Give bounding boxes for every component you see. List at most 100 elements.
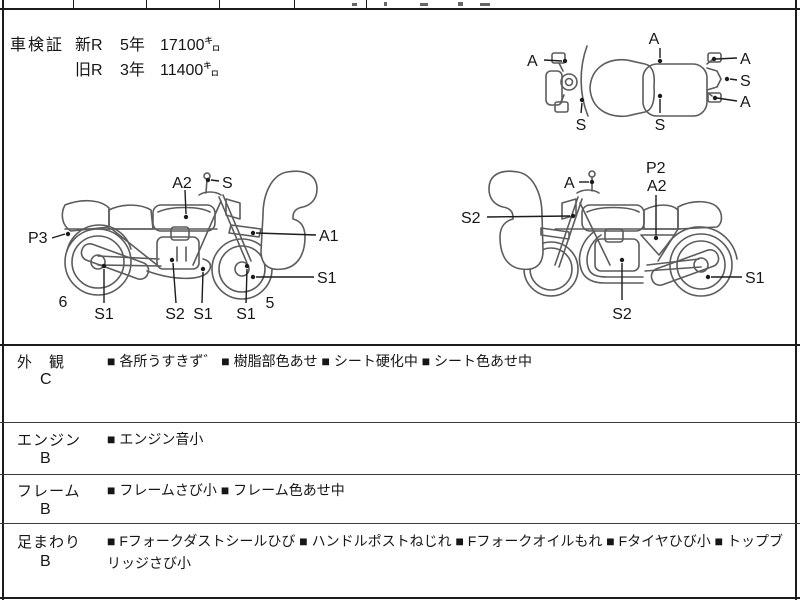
- windscreen-edge: [580, 45, 589, 117]
- tread-depth-rear: 6: [59, 294, 68, 311]
- bike-top-view-art: [545, 45, 722, 117]
- truncated-text-fragments: [420, 3, 428, 6]
- right-side-diagram: A P2 A2 S2 S2 S1: [461, 160, 765, 323]
- tank-stripe: [586, 206, 640, 213]
- damage-label: S: [740, 73, 751, 90]
- damage-label: A: [740, 94, 751, 111]
- front-fender: [228, 224, 262, 238]
- condition-notes: ■ Fフォークダストシールひび ■ ハンドルポストねじれ ■ Fフォークオイルも…: [107, 533, 783, 571]
- damage-label: A1: [319, 228, 339, 245]
- engine: [156, 236, 200, 270]
- condition-grade: B: [40, 553, 51, 570]
- condition-notes: ■ エンジン音小: [107, 431, 204, 447]
- front-fork: [554, 196, 583, 268]
- condition-category: フレーム: [17, 483, 81, 500]
- damage-label: S: [222, 175, 233, 192]
- rear-wheel: [64, 228, 132, 296]
- condition-grade: B: [40, 501, 51, 518]
- damage-label: A2: [172, 175, 192, 192]
- damage-label: P3: [28, 230, 48, 247]
- mirror: [588, 170, 596, 178]
- turn-signal-bottom: [707, 92, 722, 103]
- shaken-title: 車検証: [10, 37, 65, 54]
- left-border: [2, 0, 4, 600]
- truncated-text-fragments: [458, 2, 463, 6]
- down-tube: [192, 200, 222, 266]
- seat: [108, 204, 154, 230]
- damage-label: A: [527, 53, 538, 70]
- rear-tire: [71, 235, 125, 289]
- section-rule-3: [0, 474, 800, 475]
- rear-hub: [693, 257, 709, 273]
- tread-depth-front: 5: [266, 295, 275, 312]
- front-end: [545, 70, 563, 106]
- damage-label: S1: [193, 306, 213, 323]
- era-label: 新R: [75, 37, 103, 54]
- condition-category: エンジン: [17, 432, 82, 449]
- mirror-right-stem: [560, 94, 565, 103]
- truncated-text-fragments: [480, 3, 490, 6]
- front-tire: [218, 245, 266, 293]
- crash-bar-inner: [586, 234, 644, 278]
- right-bike-art: [488, 170, 738, 297]
- top-table-divider: [146, 0, 147, 8]
- tank-stripe: [157, 206, 211, 213]
- front-hub: [234, 261, 250, 277]
- mileage-value: 11400㌔: [160, 62, 220, 79]
- damage-label: S2: [612, 306, 632, 323]
- section-rule-4: [0, 523, 800, 524]
- rear-tire: [676, 240, 726, 290]
- mirror-left-stem: [558, 62, 564, 72]
- signal-stem-bottom: [706, 91, 713, 97]
- left-bike-pointers: A2 S P3 A1 S1 S1 S2 S1 S1 6 5: [28, 175, 339, 323]
- headlight-inner: [564, 77, 574, 87]
- seat: [643, 204, 679, 230]
- damage-label: A: [649, 31, 660, 48]
- damage-label: A: [564, 175, 575, 192]
- condition-grade: C: [40, 371, 52, 388]
- left-side-diagram: A2 S P3 A1 S1 S1 S2 S1 S1 6 5: [28, 170, 339, 323]
- side-cover: [640, 234, 676, 256]
- bottom-border: [0, 597, 800, 599]
- top-table-divider: [294, 0, 295, 8]
- damage-label: S1: [317, 270, 337, 287]
- top-table-rule: [0, 8, 800, 10]
- condition-category: 足まわり: [17, 534, 82, 551]
- damage-label: S: [576, 117, 587, 134]
- top-table-divider: [366, 0, 367, 8]
- damage-label: S1: [745, 270, 765, 287]
- carburetor: [170, 226, 190, 241]
- turn-signal-top: [707, 52, 722, 63]
- mileage-value: 17100㌔: [160, 37, 221, 54]
- muffler: [80, 242, 150, 281]
- handlebar: [198, 191, 222, 196]
- fuel-tank: [152, 204, 216, 232]
- truncated-text-fragments: [352, 3, 357, 6]
- top-view-diagram: A A A S A S S: [527, 31, 751, 134]
- down-tube: [579, 202, 611, 266]
- condition-notes: ■ フレームさび小 ■ フレーム色あせ中: [107, 482, 345, 498]
- muffler: [650, 248, 720, 287]
- front-cowl: [260, 170, 318, 271]
- years-value: 5年: [120, 37, 145, 54]
- top-table-divider: [219, 0, 220, 8]
- engine-fins: [176, 246, 187, 262]
- front-cowl: [488, 170, 544, 271]
- condition-grade: B: [40, 450, 51, 467]
- damage-label: A: [740, 51, 751, 68]
- section-rule-2: [0, 422, 800, 423]
- damage-label: S1: [236, 306, 256, 323]
- damage-label: S1: [94, 306, 114, 323]
- top-view-pointers: A A A S A S S: [527, 31, 751, 134]
- headlight: [561, 198, 577, 220]
- truncated-text-fragments: [384, 2, 387, 6]
- rear-fender: [66, 224, 132, 252]
- swingarm: [644, 258, 702, 272]
- headlight: [225, 198, 241, 220]
- carburetor: [604, 228, 624, 243]
- right-border: [795, 0, 797, 600]
- engine: [594, 238, 640, 272]
- right-bike-pointers: A P2 A2 S2 S2 S1: [461, 160, 765, 323]
- handlebar: [576, 189, 600, 194]
